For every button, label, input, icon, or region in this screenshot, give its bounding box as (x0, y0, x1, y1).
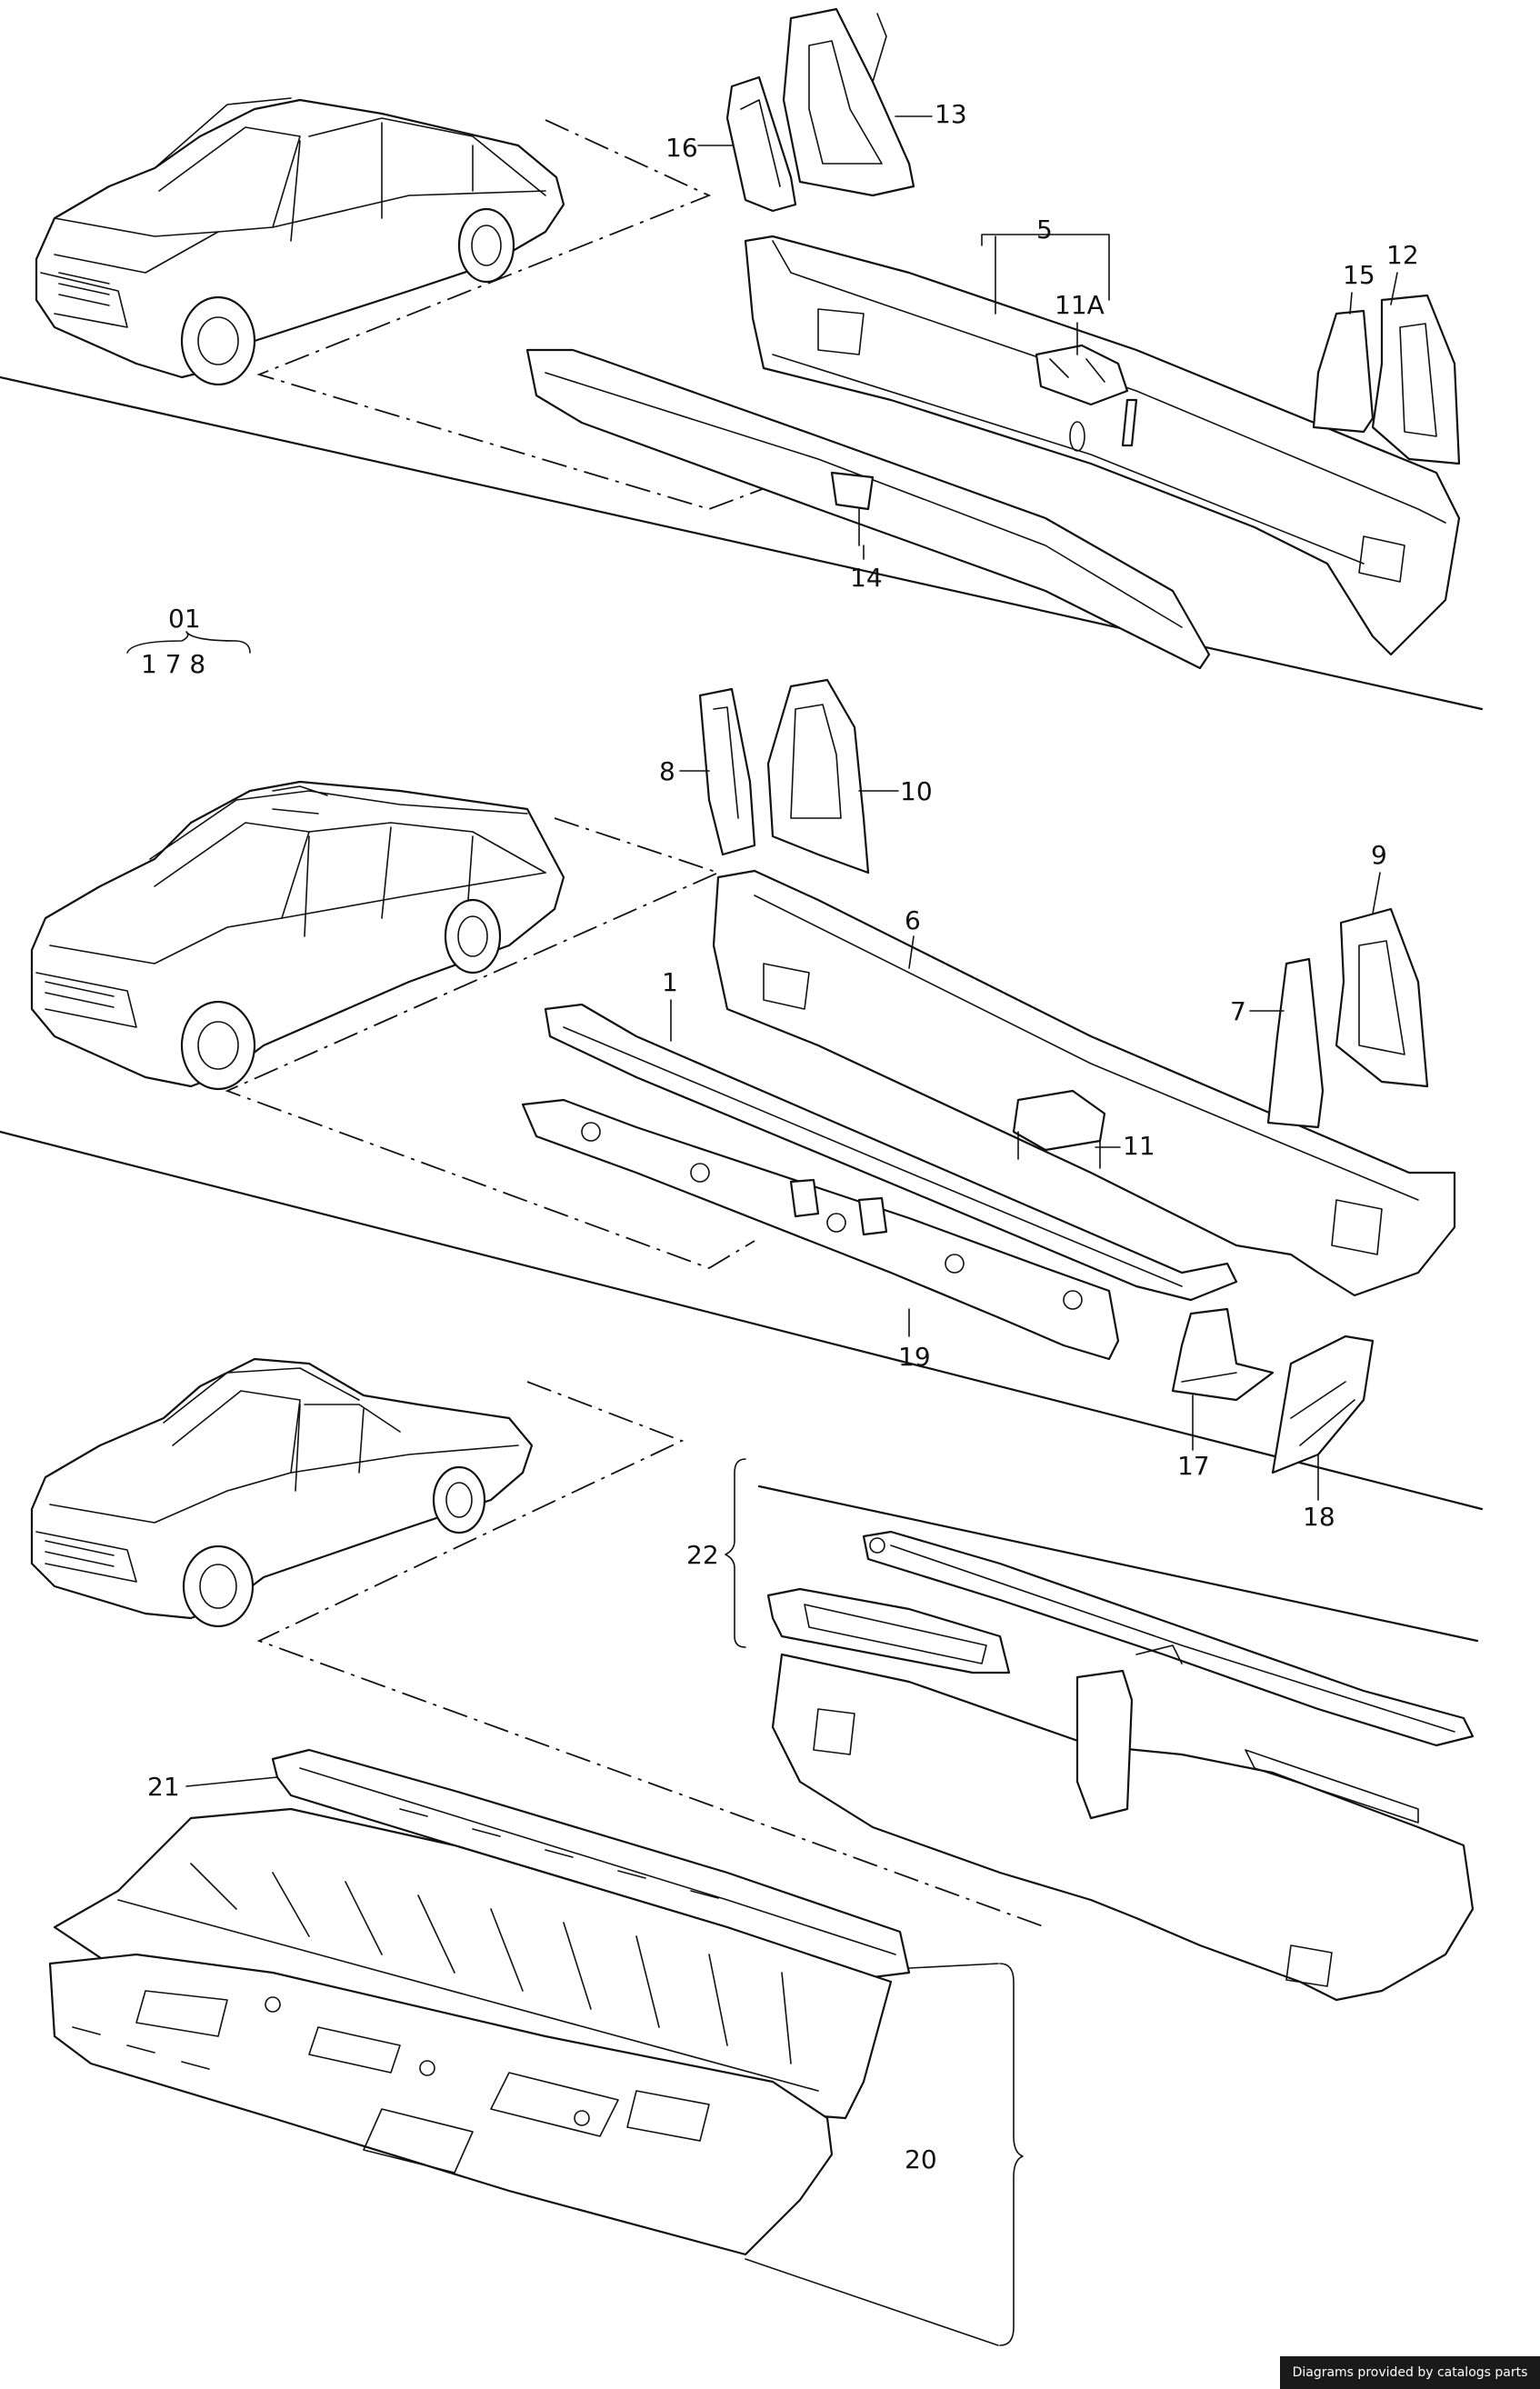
part-21 (271, 1748, 911, 1979)
label-22: 22 (686, 1540, 719, 1570)
group-bracket-20 (999, 1963, 1024, 2346)
label-5: 5 (1036, 215, 1053, 245)
part-1 (544, 1003, 1238, 1302)
connector-line (225, 817, 755, 1269)
car-wagon (30, 780, 565, 1091)
label-18: 18 (1303, 1502, 1335, 1532)
label-21: 21 (147, 1772, 180, 1802)
part-19 (521, 1098, 1120, 1361)
label-11a: 11A (1055, 290, 1105, 320)
part-15 (1312, 309, 1375, 434)
part-11a (1035, 344, 1138, 452)
label-11: 11 (1123, 1131, 1155, 1161)
label-6: 6 (905, 905, 921, 935)
group-bracket (126, 631, 251, 654)
label-10: 10 (900, 776, 933, 806)
part-22 (766, 1530, 1475, 2002)
label-8: 8 (659, 756, 675, 786)
label-9: 9 (1371, 840, 1387, 870)
group-bracket-22 (725, 1458, 746, 1648)
label-20: 20 (905, 2144, 937, 2174)
section-top: 16 13 5 11A 15 12 14 01 1 7 8 (0, 7, 1484, 711)
label-12: 12 (1386, 240, 1419, 270)
part-5 (744, 235, 1461, 656)
label-17: 17 (1177, 1451, 1210, 1481)
part-6 (712, 869, 1456, 1297)
part-10 (766, 678, 870, 875)
car-hatchback (35, 97, 565, 386)
label-7: 7 (1230, 996, 1246, 1026)
label-01: 01 (168, 604, 201, 634)
car-sedan (30, 1357, 534, 1628)
connector-line (256, 119, 783, 510)
section-middle: 8 10 9 6 1 7 11 19 17 18 (0, 678, 1484, 1532)
part-18 (1271, 1334, 1375, 1474)
part-8 (698, 687, 756, 856)
part-20 (48, 1807, 893, 2256)
connector-line (256, 1381, 1046, 1928)
part-17 (1171, 1307, 1275, 1402)
section-bottom: 22 21 20 (30, 1357, 1479, 2346)
credit-banner: Diagrams provided by catalogs parts (1280, 2356, 1540, 2389)
part-11 (1012, 1089, 1106, 1169)
part-9 (1335, 907, 1429, 1088)
label-15: 15 (1343, 260, 1375, 290)
label-19: 19 (898, 1342, 931, 1372)
part-12 (1371, 294, 1461, 465)
part-16 (725, 75, 797, 213)
label-178: 1 7 8 (141, 649, 205, 679)
part-7 (1266, 957, 1325, 1129)
label-1: 1 (662, 967, 678, 997)
part-14 (525, 348, 1211, 670)
label-13: 13 (935, 99, 967, 129)
part-13 (782, 7, 915, 197)
label-14: 14 (850, 563, 883, 593)
label-16: 16 (665, 133, 698, 163)
